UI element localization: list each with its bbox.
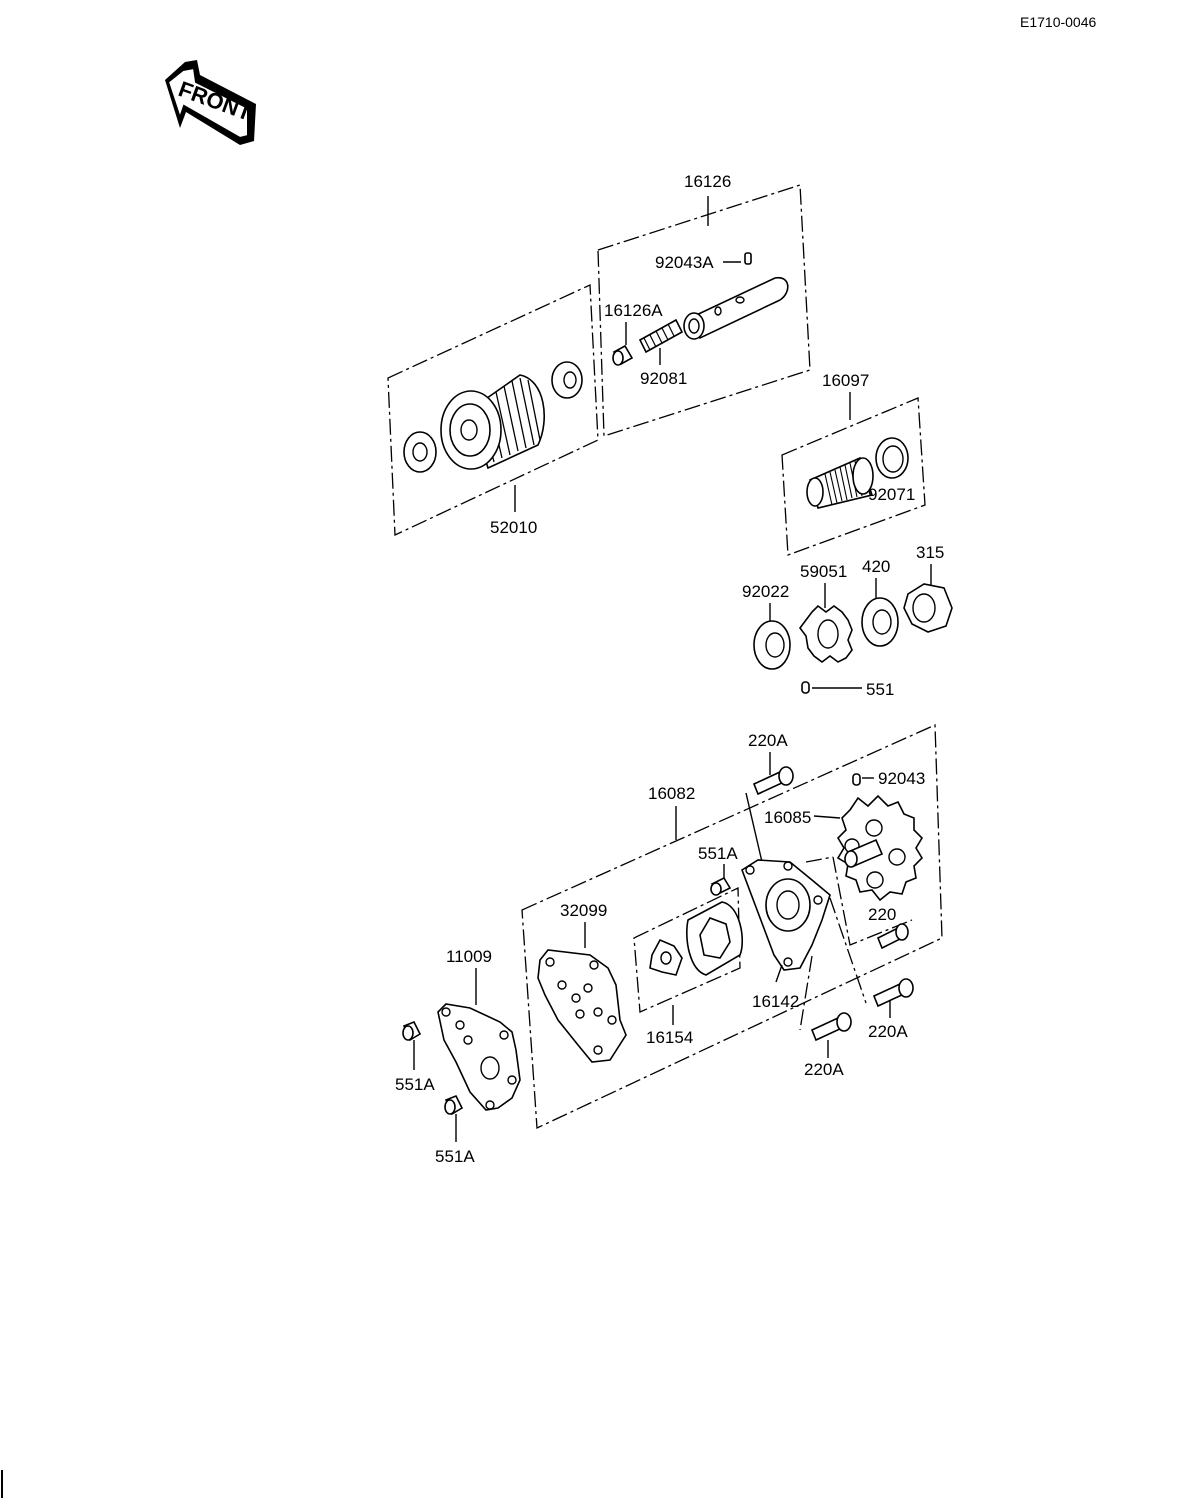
pin-551A-left1 xyxy=(402,1020,422,1042)
label-220A-right: 220A xyxy=(868,1022,908,1041)
washer-420 xyxy=(861,597,899,647)
gear-59051 xyxy=(799,604,853,663)
oil-filter-group-box xyxy=(387,284,599,537)
label-220: 220 xyxy=(868,905,896,924)
relief-valve-group-box xyxy=(597,184,811,437)
bolt-leader-right xyxy=(829,897,867,1004)
pump-body-16142 xyxy=(741,859,831,971)
label-16126: 16126 xyxy=(684,172,731,191)
label-551A-left2: 551A xyxy=(435,1147,475,1166)
gasket-11009 xyxy=(437,1003,521,1111)
label-32099: 32099 xyxy=(560,901,607,920)
label-11009: 11009 xyxy=(446,947,492,966)
gear-subgroup-line xyxy=(832,856,913,946)
label-551A-mid: 551A xyxy=(698,844,738,863)
label-16085: 16085 xyxy=(764,808,811,827)
nut-315 xyxy=(903,583,953,633)
label-92071: 92071 xyxy=(868,485,915,504)
outer-rotor xyxy=(686,901,744,976)
bolt-leader-bottom xyxy=(799,955,813,1031)
leader-line xyxy=(745,792,763,863)
relief-valve-spring xyxy=(638,318,684,354)
label-59051: 59051 xyxy=(800,562,847,581)
label-16082: 16082 xyxy=(648,784,695,803)
label-551A-left1: 551A xyxy=(395,1075,435,1094)
label-220A-top: 220A xyxy=(748,731,788,750)
label-420: 420 xyxy=(862,557,890,576)
bolt-220A-bottom xyxy=(810,1012,852,1042)
relief-valve-body xyxy=(683,276,789,340)
pump-cover-32099 xyxy=(537,949,627,1063)
label-16154: 16154 xyxy=(646,1028,693,1047)
label-92081: 92081 xyxy=(640,369,687,388)
label-220A-bottom: 220A xyxy=(804,1060,844,1079)
label-92043: 92043 xyxy=(878,769,925,788)
label-315: 315 xyxy=(916,543,944,562)
rotor-subgroup-box xyxy=(633,886,741,1013)
bolt-220A-right xyxy=(872,978,914,1008)
pin-92043 xyxy=(852,773,861,786)
washer-92022 xyxy=(753,620,791,670)
oil-pump-group-box xyxy=(521,724,943,1129)
front-arrow-icon: FRONT xyxy=(165,60,256,145)
oil-screen-part xyxy=(806,437,909,509)
pin-551 xyxy=(801,681,810,694)
pump-gear-16085 xyxy=(836,794,924,902)
bolt-220 xyxy=(876,923,909,950)
inner-rotor xyxy=(649,938,683,976)
pin-92043A xyxy=(744,252,752,265)
oil-screen-group-box xyxy=(781,397,926,556)
label-16142: 16142 xyxy=(752,992,799,1011)
label-92043A: 92043A xyxy=(655,253,714,272)
reference-code: E1710-0046 xyxy=(1020,14,1097,30)
pin-551A-mid xyxy=(710,876,732,896)
body-subgroup-line xyxy=(805,856,834,863)
relief-valve-plunger xyxy=(612,344,634,366)
label-16126A: 16126A xyxy=(604,301,663,320)
pin-551A-left2 xyxy=(444,1094,464,1116)
label-551: 551 xyxy=(866,680,894,699)
bolt-220A-top xyxy=(752,766,794,796)
label-52010: 52010 xyxy=(490,518,537,537)
label-16097: 16097 xyxy=(822,371,869,390)
oil-filter-part xyxy=(403,361,583,473)
label-92022: 92022 xyxy=(742,582,789,601)
